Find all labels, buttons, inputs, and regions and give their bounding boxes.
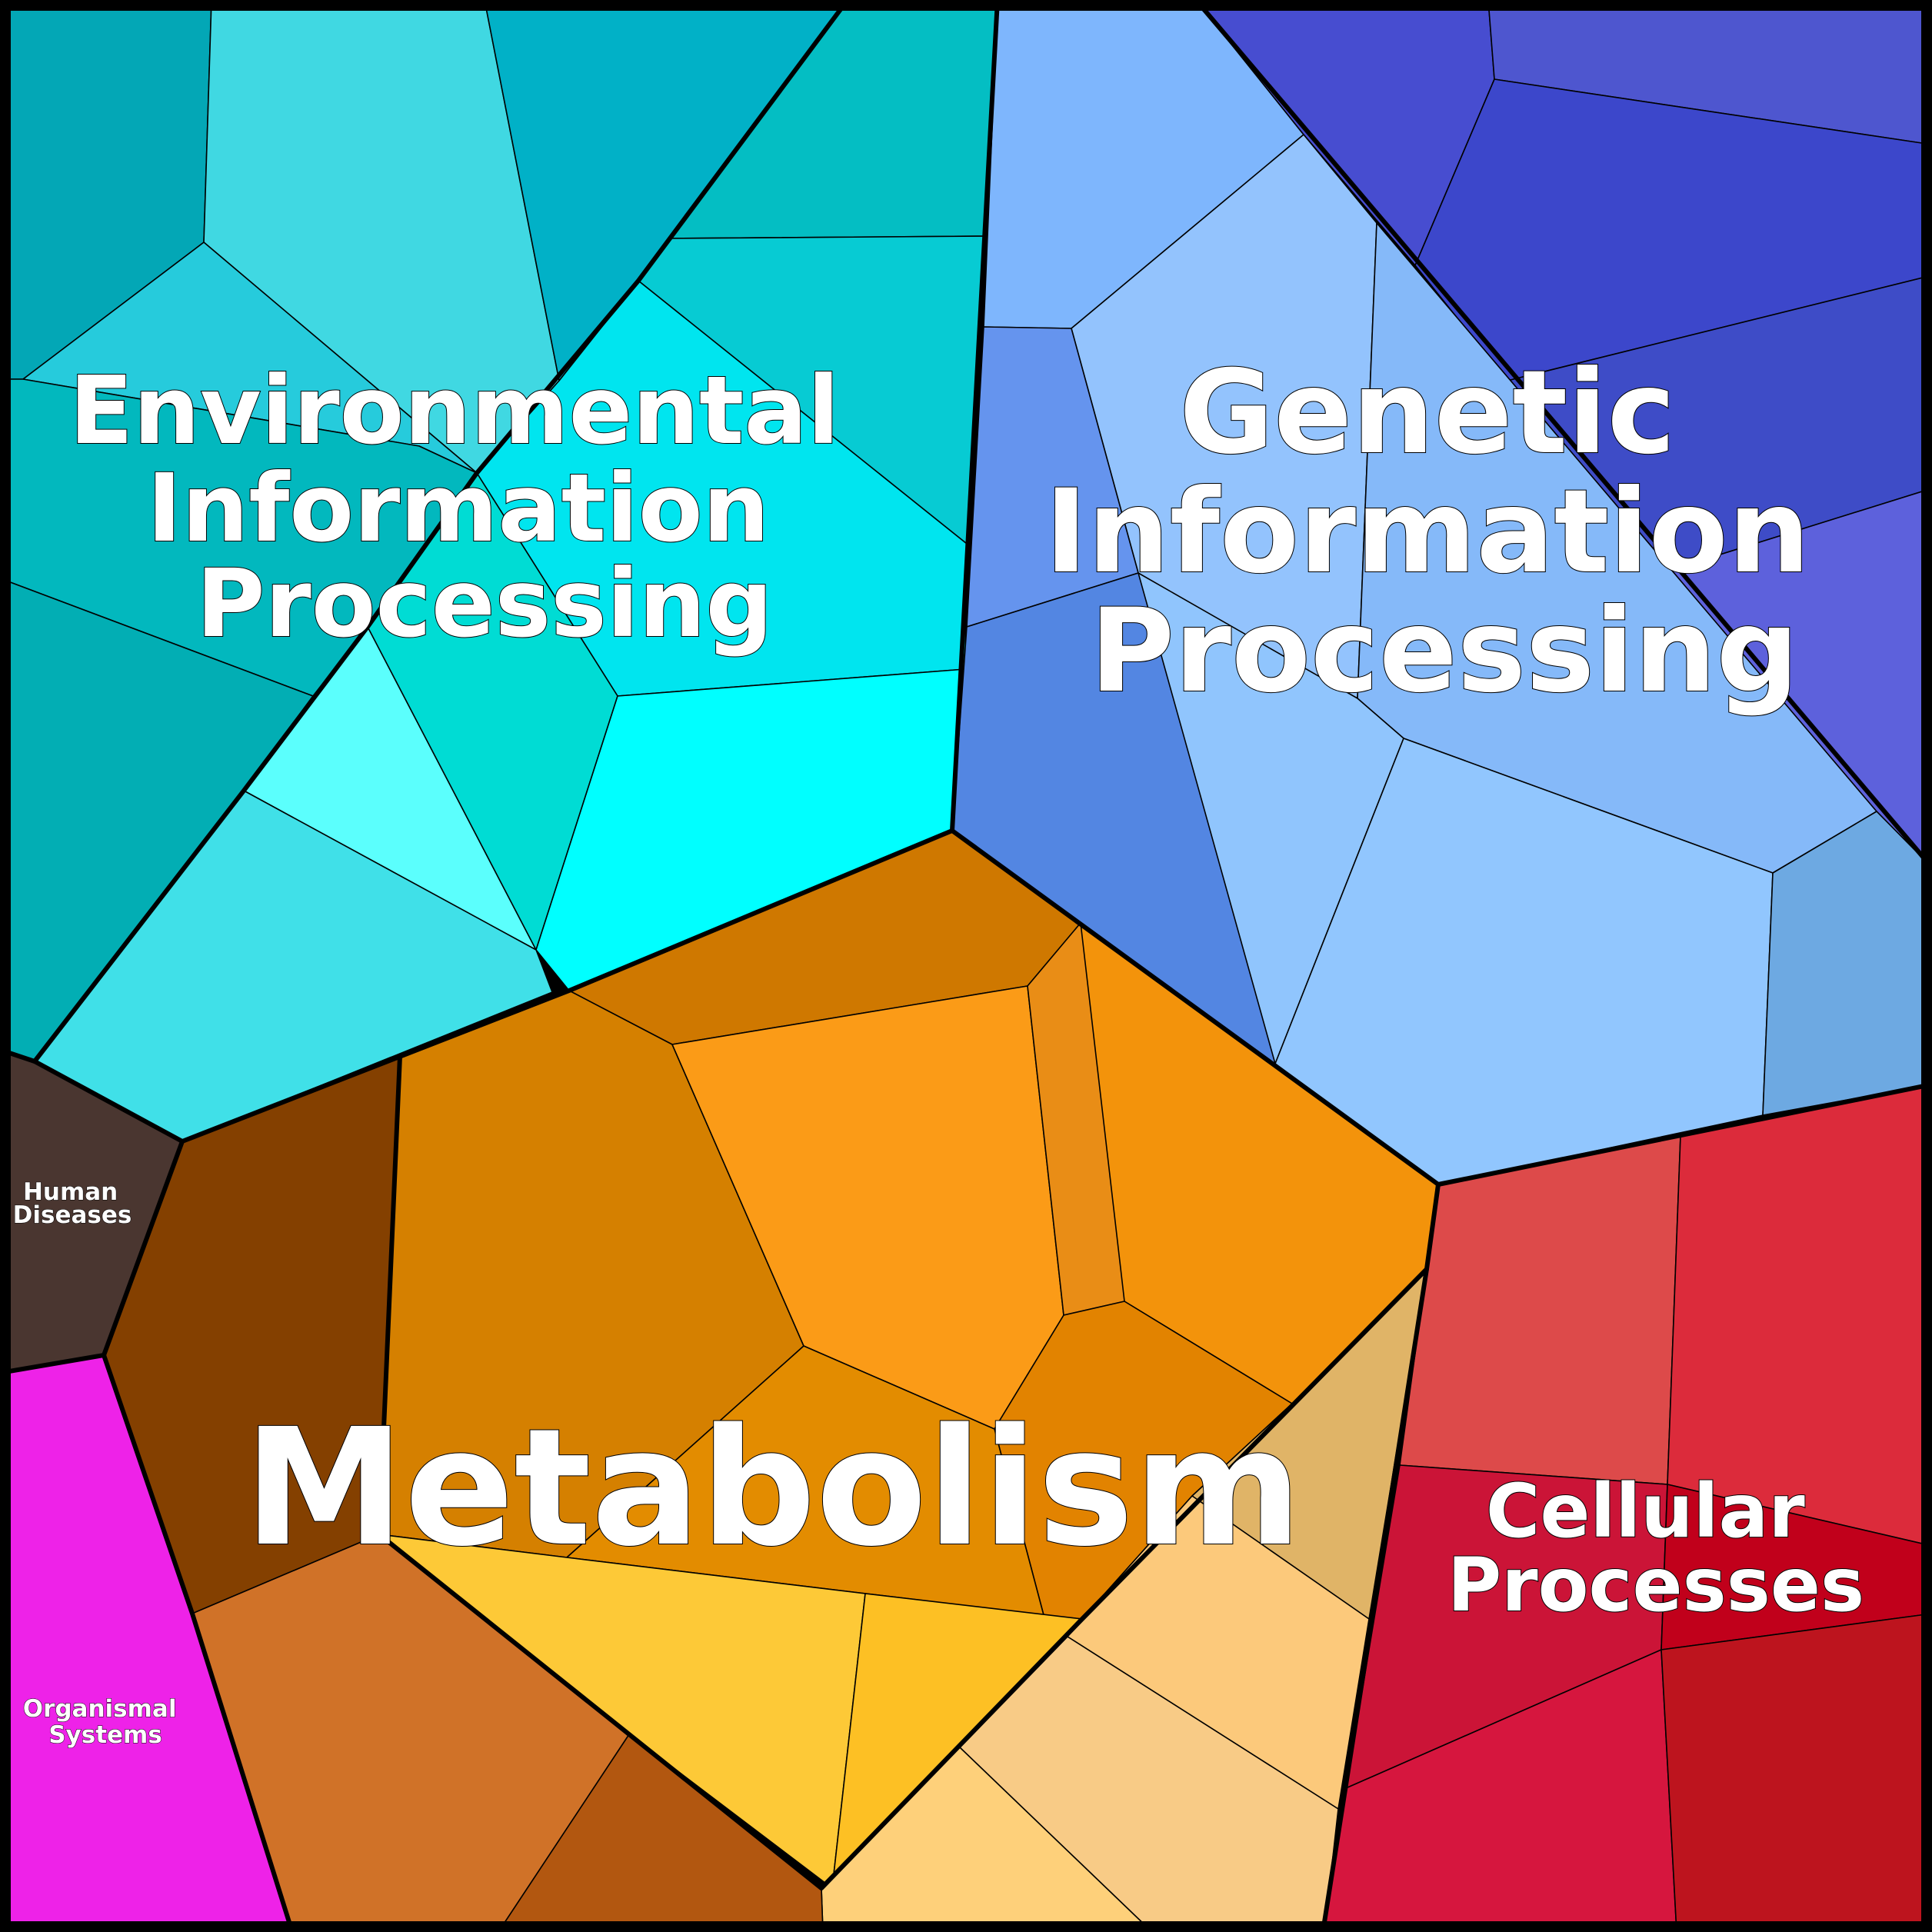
cell-cell	[1661, 1613, 1932, 1932]
cell-cell	[1661, 1484, 1932, 1651]
region-cellular-processes	[1322, 1084, 1932, 1932]
region-environmental-information-processing	[0, 0, 998, 1142]
label-metabolism: Metabolism	[244, 1394, 1302, 1582]
label-organismal-systems: Organismal Systems	[23, 1695, 185, 1749]
label-human-diseases: Human Diseases	[13, 1178, 132, 1229]
label-cellular-processes: Cellular Processes	[1447, 1468, 1864, 1628]
cell-cell	[1399, 1135, 1681, 1485]
gen-cell	[1762, 811, 1932, 1116]
gen-cell	[1487, 0, 1932, 145]
label-environmental-information-processing: Environmental Information Processing	[69, 356, 872, 658]
region-genetic-information-processing	[951, 0, 1932, 1185]
label-genetic-information-processing: Genetic Information Processing	[1044, 346, 1850, 718]
region-metabolism	[103, 830, 1439, 1932]
